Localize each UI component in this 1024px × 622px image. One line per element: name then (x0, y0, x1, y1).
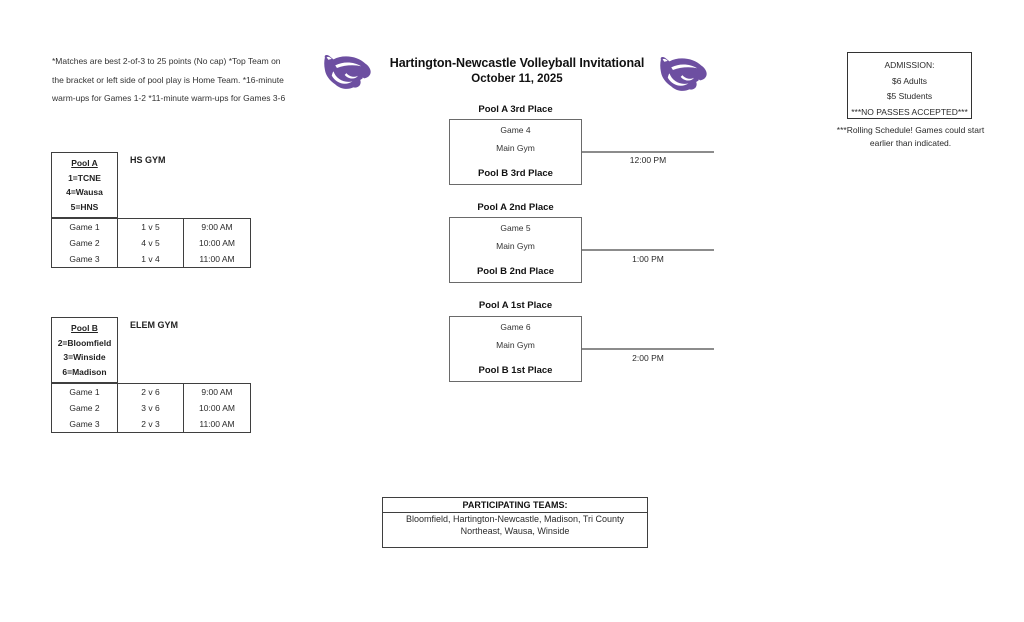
wildcat-logo-left (318, 53, 374, 95)
pool-b-games-table: Game 1 2 v 6 9:00 AM Game 2 3 v 6 10:00 … (51, 383, 251, 433)
pool-b-game-row: Game 3 (52, 416, 118, 432)
pool-b-time: 10:00 AM (199, 403, 235, 413)
event-date: October 11, 2025 (471, 73, 563, 85)
admission-no-passes: ***NO PASSES ACCEPTED*** (851, 106, 968, 117)
pool-b-header-box: Pool B 2=Bloomfield 3=Winside 6=Madison (51, 317, 118, 383)
wildcat-logo-right (654, 55, 710, 97)
pool-a-team-3: 5=HNS (70, 201, 99, 212)
bracket-3-game: Game 6 (500, 322, 531, 332)
pool-b-team-3: 6=Madison (62, 366, 107, 377)
pool-b-gym-label: ELEM GYM (130, 320, 179, 330)
participating-teams-box: PARTICIPATING TEAMS: Bloomfield, Harting… (382, 497, 648, 548)
pool-a-time: 10:00 AM (199, 238, 235, 248)
bracket-2-venue: Main Gym (496, 241, 535, 251)
pool-b-matchup: 3 v 6 (118, 400, 184, 416)
title-block: Hartington-Newcastle Volleyball Invitati… (377, 56, 657, 85)
bracket-1-winner-line (582, 151, 714, 153)
bracket-3-venue: Main Gym (496, 340, 535, 350)
pool-b-team-2: 3=Winside (63, 352, 106, 363)
bracket-3-bottom-seed: Pool B 1st Place (478, 365, 553, 376)
pool-b-matchup: 2 v 3 (118, 416, 184, 432)
pool-b-game-row: Game 2 (52, 400, 118, 416)
participating-teams-heading: PARTICIPATING TEAMS: (383, 498, 647, 513)
bracket-1-top-seed: Pool A 3rd Place (478, 104, 553, 115)
rules-note: *Matches are best 2-of-3 to 25 points (N… (52, 56, 286, 103)
pool-a-team-1: 1=TCNE (68, 172, 101, 183)
pool-a-game-row: Game 3 (52, 251, 118, 267)
participating-teams-list: Bloomfield, Hartington-Newcastle, Madiso… (405, 514, 625, 536)
pool-b-time: 11:00 AM (199, 419, 235, 429)
bracket-1-bottom-seed: Pool B 3rd Place (478, 168, 553, 179)
bracket-2-winner-line (582, 249, 714, 251)
pool-b-game-row: Game 1 (52, 384, 118, 400)
bracket-1-time: 12:00 PM (629, 155, 667, 165)
pool-a-name: Pool A (71, 158, 98, 169)
admission-adults-price: $6 Adults (892, 75, 927, 86)
pool-a-header-box: Pool A 1=TCNE 4=Wausa 5=HNS (51, 152, 118, 218)
pool-a-matchup: 1 v 4 (118, 251, 184, 267)
pool-b-name: Pool B (71, 323, 98, 334)
bracket-3-match-box: Game 6 Main Gym Pool B 1st Place (449, 316, 582, 382)
pool-a-team-2: 4=Wausa (66, 187, 103, 198)
admission-box: ADMISSION: $6 Adults $5 Students ***NO P… (847, 52, 972, 119)
event-title: Hartington-Newcastle Volleyball Invitati… (389, 56, 645, 70)
pool-b-matchup: 2 v 6 (118, 384, 184, 400)
bracket-2-game: Game 5 (500, 223, 531, 233)
pool-a-time: 9:00 AM (201, 222, 233, 232)
pool-a-games-table: Game 1 1 v 5 9:00 AM Game 2 4 v 5 10:00 … (51, 218, 251, 268)
bracket-3-top-seed: Pool A 1st Place (478, 300, 553, 311)
bracket-3-time: 2:00 PM (632, 353, 664, 363)
bracket-2-match-box: Game 5 Main Gym Pool B 2nd Place (449, 217, 582, 283)
admission-heading: ADMISSION: (884, 60, 935, 70)
pool-a-game-row: Game 2 (52, 235, 118, 251)
rolling-schedule-note: ***Rolling Schedule! Games could start e… (836, 125, 985, 148)
pool-a-gym-label: HS GYM (130, 155, 166, 165)
pool-b-time: 9:00 AM (201, 387, 233, 397)
bracket-1-match-box: Game 4 Main Gym Pool B 3rd Place (449, 119, 582, 185)
admission-students-price: $5 Students (886, 91, 933, 101)
bracket-2-bottom-seed: Pool B 2nd Place (476, 266, 555, 277)
bracket-3-winner-line (582, 348, 714, 350)
pool-a-time: 11:00 AM (199, 254, 235, 264)
bracket-1-venue: Main Gym (496, 143, 535, 153)
pool-a-game-row: Game 1 (52, 219, 118, 235)
bracket-1-game: Game 4 (500, 125, 531, 135)
pool-b-team-1: 2=Bloomfield (57, 337, 112, 348)
pool-a-matchup: 4 v 5 (118, 235, 184, 251)
bracket-2-time: 1:00 PM (632, 254, 664, 264)
bracket-2-top-seed: Pool A 2nd Place (477, 202, 554, 213)
pool-a-matchup: 1 v 5 (118, 219, 184, 235)
